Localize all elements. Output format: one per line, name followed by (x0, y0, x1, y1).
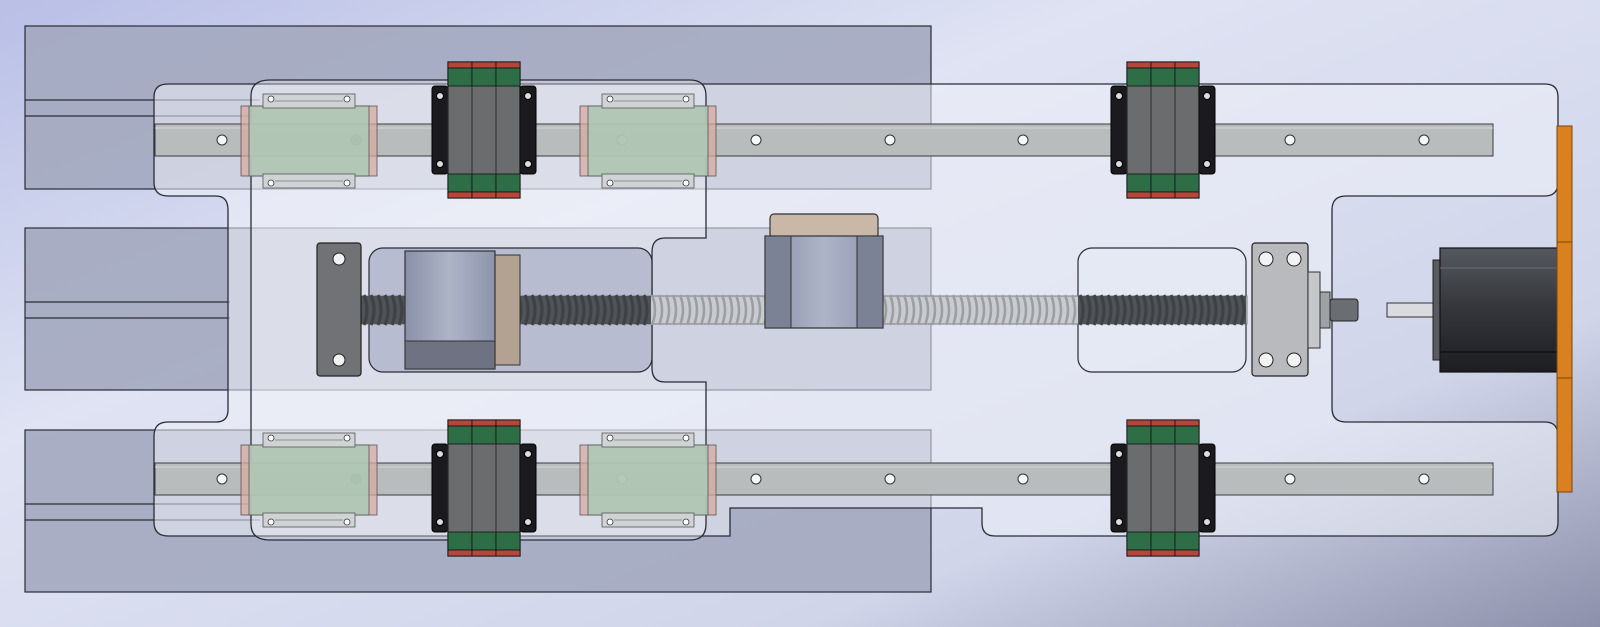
rail-hole (884, 473, 896, 485)
fixed-rail-block (431, 61, 537, 199)
stepper-motor (1432, 247, 1561, 373)
ball-nut (404, 250, 521, 370)
rail-hole (216, 473, 228, 485)
carriage-block (240, 432, 378, 528)
top-linear-rail (154, 123, 1494, 157)
screw-support-bearing (1251, 242, 1359, 377)
rail-hole (1017, 134, 1029, 146)
rail-hole (884, 134, 896, 146)
fixed-rail-block (1110, 61, 1216, 199)
rail-hole (1418, 134, 1430, 146)
motor-shaft (1386, 302, 1440, 318)
fixed-rail-block (431, 419, 537, 557)
nut-housing (764, 213, 884, 329)
carriage-block (579, 93, 717, 189)
screw-end-plate-left (316, 242, 362, 377)
carriage-block (579, 432, 717, 528)
rail-hole (216, 134, 228, 146)
fixed-rail-block (1110, 419, 1216, 557)
motor-mount-plate (1556, 125, 1573, 493)
carriage-block (240, 93, 378, 189)
rail-hole (1017, 473, 1029, 485)
rail-hole (750, 134, 762, 146)
rail-hole (1284, 473, 1296, 485)
rail-hole (1284, 134, 1296, 146)
rail-hole (1418, 473, 1430, 485)
rail-hole (750, 473, 762, 485)
